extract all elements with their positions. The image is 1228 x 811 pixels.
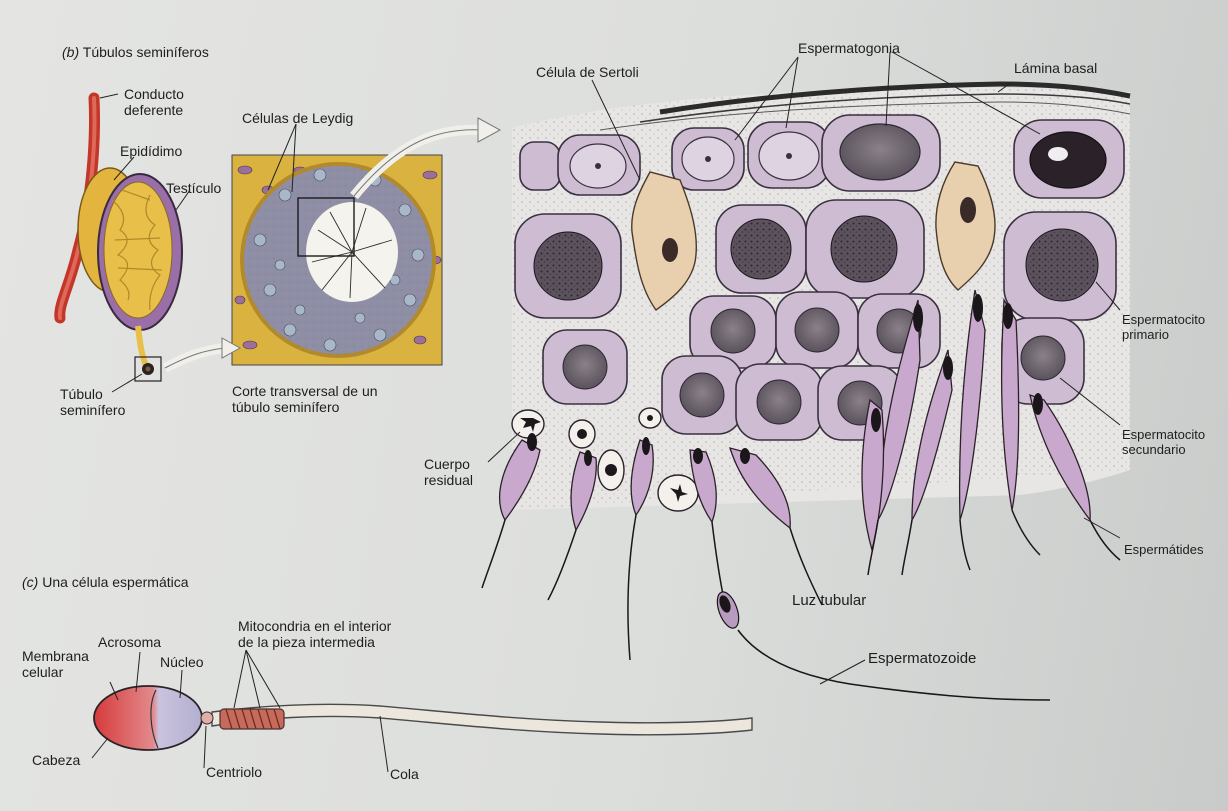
label-line: seminífero: [60, 402, 125, 418]
heading-c-text: Una célula espermática: [42, 574, 188, 590]
zoom-arrow-1: [165, 348, 226, 368]
label-line: celular: [22, 664, 89, 680]
heading-b: (b) Túbulos seminíferos: [62, 44, 209, 60]
sperm-head: [94, 686, 202, 750]
label-espermatozoide: Espermatozoide: [868, 651, 976, 667]
label-celulas-leydig: Células de Leydig: [242, 110, 353, 126]
label-conducto-deferente: Conducto deferente: [124, 86, 184, 118]
label-line: secundario: [1122, 442, 1205, 457]
label-line: Cuerpo: [424, 456, 473, 472]
label-acrosoma: Acrosoma: [98, 634, 161, 650]
label-cabeza: Cabeza: [32, 752, 80, 768]
centriole: [201, 712, 213, 724]
label-line: de la pieza intermedia: [238, 634, 391, 650]
testis-drawing: [60, 98, 182, 381]
label-line: deferente: [124, 102, 184, 118]
label-espermatogonia: Espermatogonia: [798, 40, 900, 56]
label-espermatocito-secundario: Espermatocito secundario: [1122, 427, 1205, 457]
heading-b-text: Túbulos seminíferos: [83, 44, 209, 60]
label-line: Espermatocito: [1122, 427, 1205, 442]
label-line: Mitocondria en el interior: [238, 618, 391, 634]
label-luz-tubular: Luz tubular: [792, 593, 866, 609]
label-lamina-basal: Lámina basal: [1014, 60, 1097, 76]
label-espermatocito-primario: Espermatocito primario: [1122, 312, 1205, 342]
label-tubulo-seminifero: Túbulo seminífero: [60, 386, 125, 418]
heading-c-letter: (c): [22, 574, 38, 590]
label-line: Conducto: [124, 86, 184, 102]
label-line: residual: [424, 472, 473, 488]
label-line: primario: [1122, 327, 1205, 342]
label-cola: Cola: [390, 766, 419, 782]
label-centriolo: Centriolo: [206, 764, 262, 780]
heading-c: (c) Una célula espermática: [22, 574, 189, 590]
cross-section-drawing: [232, 155, 442, 365]
label-membrana-celular: Membrana celular: [22, 648, 89, 680]
label-line: Corte transversal de un: [232, 383, 378, 399]
label-cuerpo-residual: Cuerpo residual: [424, 456, 473, 488]
sperm-cell-diagram: [94, 686, 752, 750]
label-mitocondria: Mitocondria en el interior de la pieza i…: [238, 618, 391, 650]
label-line: Espermatocito: [1122, 312, 1205, 327]
label-epididimo: Epidídimo: [120, 143, 182, 159]
label-line: Túbulo: [60, 386, 125, 402]
label-espermatides: Espermátides: [1124, 542, 1203, 557]
label-line: túbulo seminífero: [232, 399, 378, 415]
heading-b-letter: (b): [62, 44, 79, 60]
label-line: Membrana: [22, 648, 89, 664]
label-testiculo: Testículo: [166, 180, 221, 196]
free-spermatozoon: [713, 589, 1050, 700]
sperm-tail: [212, 704, 752, 734]
label-nucleo: Núcleo: [160, 654, 204, 670]
label-celula-sertoli: Célula de Sertoli: [536, 64, 639, 80]
label-corte-transversal: Corte transversal de un túbulo seminífer…: [232, 383, 378, 415]
